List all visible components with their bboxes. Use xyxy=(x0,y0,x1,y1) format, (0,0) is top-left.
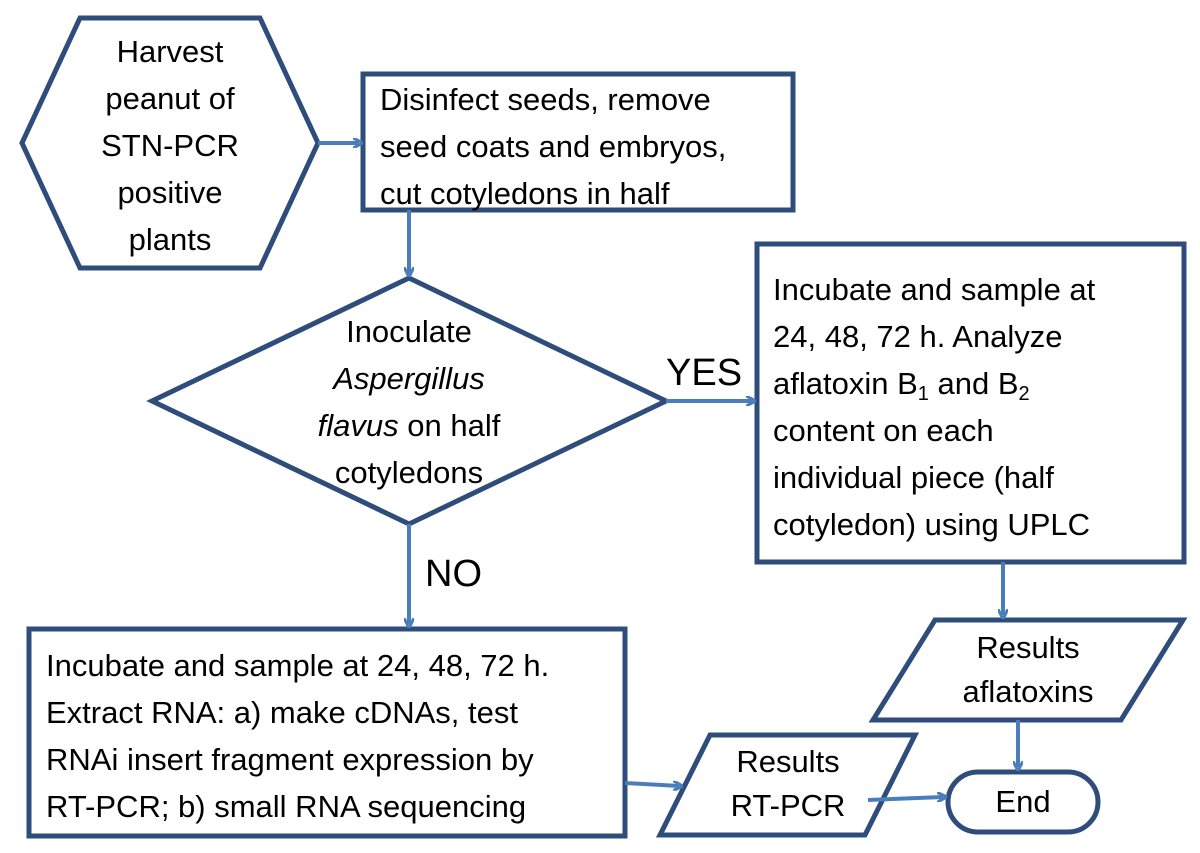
incubate-rna-line-4: RT-PCR; b) small RNA sequencing xyxy=(46,789,527,824)
inoculate-node-label: Inoculate Aspergillus flavus on half cot… xyxy=(259,308,559,496)
aflatoxin-b-text: aflatoxin B xyxy=(773,366,918,401)
disinfect-line-1: Disinfect seeds, remove xyxy=(380,82,711,117)
inoculate-line-4: cotyledons xyxy=(334,455,484,490)
incubate-uplc-node-label: Incubate and sample at 24, 48, 72 h. Ana… xyxy=(773,266,1178,548)
results-aflatoxins-line-1: Results xyxy=(976,630,1080,665)
results-aflatoxins-parallelogram-shape xyxy=(868,617,1188,723)
disinfect-box-shape xyxy=(360,71,796,213)
harvest-line-1: Harvest xyxy=(116,34,224,69)
inoculate-line-1: Inoculate xyxy=(346,314,472,349)
incubate-uplc-line-4: content on each xyxy=(773,413,994,448)
results-rtpcr-line-1: Results xyxy=(736,744,840,779)
harvest-node-label: Harvest peanut of STN-PCR positive plant… xyxy=(60,28,280,263)
disinfect-line-2: seed coats and embryos, xyxy=(380,129,727,164)
inoculate-line-2: Aspergillus xyxy=(333,361,485,396)
disinfect-line-3: cut cotyledons in half xyxy=(380,176,670,211)
incubate-uplc-line-1: Incubate and sample at xyxy=(773,272,1096,307)
inoculate-line-3: flavus on half xyxy=(259,402,559,449)
no-branch-label: NO xyxy=(425,553,482,595)
subscript-2: 2 xyxy=(1018,383,1030,405)
results-rtpcr-line-2: RT-PCR xyxy=(730,788,846,823)
results-aflatoxins-node-label: Results aflatoxins xyxy=(913,626,1143,714)
inoculate-line-3-italic: flavus xyxy=(317,408,399,443)
and-b-text: and B xyxy=(928,366,1019,401)
disinfect-node-label: Disinfect seeds, remove seed coats and e… xyxy=(380,76,790,217)
harvest-line-2: peanut of xyxy=(105,81,235,116)
arrow-rna-to-results-rtpcr xyxy=(624,783,679,786)
incubate-rna-line-3: RNAi insert fragment expression by xyxy=(46,742,534,777)
subscript-1: 1 xyxy=(917,383,929,405)
incubate-rna-line-1: Incubate and sample at 24, 48, 72 h. xyxy=(46,648,550,683)
end-node-label: End xyxy=(995,784,1051,819)
results-rtpcr-node-label: Results RT-PCR xyxy=(688,740,888,828)
incubate-uplc-line-6: cotyledon) using UPLC xyxy=(773,507,1091,542)
harvest-line-3: STN-PCR xyxy=(101,128,239,163)
inoculate-line-3-rest: on half xyxy=(398,408,501,443)
incubate-uplc-box-shape xyxy=(754,241,1187,565)
harvest-line-4: positive xyxy=(117,175,223,210)
incubate-uplc-line-5: individual piece (half xyxy=(773,460,1054,495)
arrow-results-rtpcr-to-end xyxy=(867,797,943,800)
harvest-line-5: plants xyxy=(128,222,212,257)
incubate-rna-box-shape xyxy=(26,626,628,839)
incubate-uplc-line-3: aflatoxin B1 and B2 xyxy=(773,360,1178,407)
incubate-rna-line-2: Extract RNA: a) make cDNAs, test xyxy=(46,695,518,730)
results-aflatoxins-line-2: aflatoxins xyxy=(962,674,1094,709)
incubate-rna-node-label: Incubate and sample at 24, 48, 72 h. Ext… xyxy=(46,642,621,830)
harvest-hexagon-shape xyxy=(19,15,321,271)
yes-branch-label: YES xyxy=(666,352,743,394)
end-terminal-shape xyxy=(945,769,1101,835)
incubate-uplc-line-2: 24, 48, 72 h. Analyze xyxy=(773,319,1063,354)
results-rtpcr-parallelogram-shape xyxy=(655,732,920,838)
